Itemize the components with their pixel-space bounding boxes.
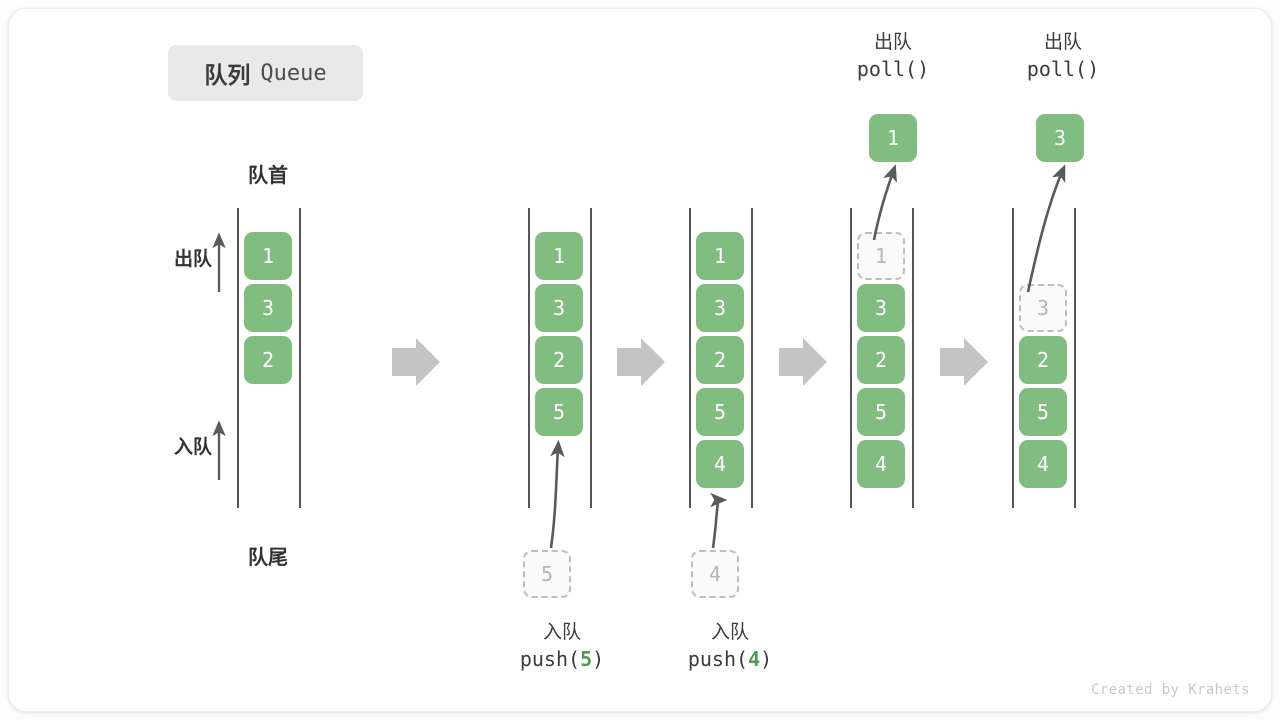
rail-left-col2 [528,208,530,508]
element-box-new: 4 [696,440,744,488]
push-4-arrow [710,492,728,549]
caption-poll-2: 出队 poll() [973,30,1153,84]
popped-element-box: 3 [1036,114,1084,162]
caption-poll-1-cn: 出队 [873,32,912,53]
transition-arrow-4 [940,338,988,386]
transition-arrow-3 [779,338,827,386]
rail-right-col2 [590,208,592,508]
element-box: 2 [244,336,292,384]
title-badge-en: Queue [260,60,327,86]
outgoing-ghost-box: 3 [1019,284,1067,332]
element-box: 4 [857,440,905,488]
queue-head-label: 队首 [248,165,288,187]
element-box: 1 [696,232,744,280]
title-badge: 队列 Queue [168,45,363,101]
push-5-arrow [549,439,565,549]
rail-left-col4 [850,208,852,508]
element-box: 3 [696,284,744,332]
title-badge-cn: 队列 [204,62,251,88]
element-box: 5 [696,388,744,436]
rail-right-col4 [912,208,914,508]
side-label-enqueue: 入队 [173,437,212,458]
outgoing-ghost-box: 1 [857,232,905,280]
element-box: 4 [1019,440,1067,488]
rail-left-col1 [237,208,239,508]
element-box: 2 [857,336,905,384]
element-box: 5 [857,388,905,436]
caption-poll-1: 出队 poll() [803,30,983,84]
element-box: 5 [1019,388,1067,436]
caption-push-4-code: push(4) [687,647,773,672]
poll-2-arrow [1026,164,1066,293]
rail-right-col3 [751,208,753,508]
rail-left-col3 [689,208,691,508]
caption-push-5-cn: 入队 [542,622,581,643]
element-box: 2 [696,336,744,384]
side-label-dequeue: 出队 [173,249,212,270]
incoming-ghost-box: 4 [691,550,739,598]
caption-poll-1-code: poll() [856,57,930,82]
element-box: 3 [244,284,292,332]
watermark-credit: Created by Krahets [1091,682,1250,698]
caption-poll-2-cn: 出队 [1043,32,1082,53]
transition-arrow-1 [392,338,440,386]
rail-left-col5 [1012,208,1014,508]
transition-arrow-2 [617,338,665,386]
popped-element-box: 1 [869,114,917,162]
caption-push-5: 入队 push(5) [472,620,652,674]
element-box: 2 [535,336,583,384]
poll-1-arrow [872,164,897,241]
queue-tail-label: 队尾 [248,547,288,569]
caption-push-4-cn: 入队 [710,622,749,643]
element-box: 2 [1019,336,1067,384]
element-box: 3 [857,284,905,332]
element-box-new: 5 [535,388,583,436]
incoming-ghost-box: 5 [523,550,571,598]
rail-right-col5 [1074,208,1076,508]
element-box: 3 [535,284,583,332]
caption-push-4: 入队 push(4) [640,620,820,674]
element-box: 1 [244,232,292,280]
caption-poll-2-code: poll() [1026,57,1100,82]
element-box: 1 [535,232,583,280]
rail-right-col1 [299,208,301,508]
caption-push-5-code: push(5) [519,647,605,672]
